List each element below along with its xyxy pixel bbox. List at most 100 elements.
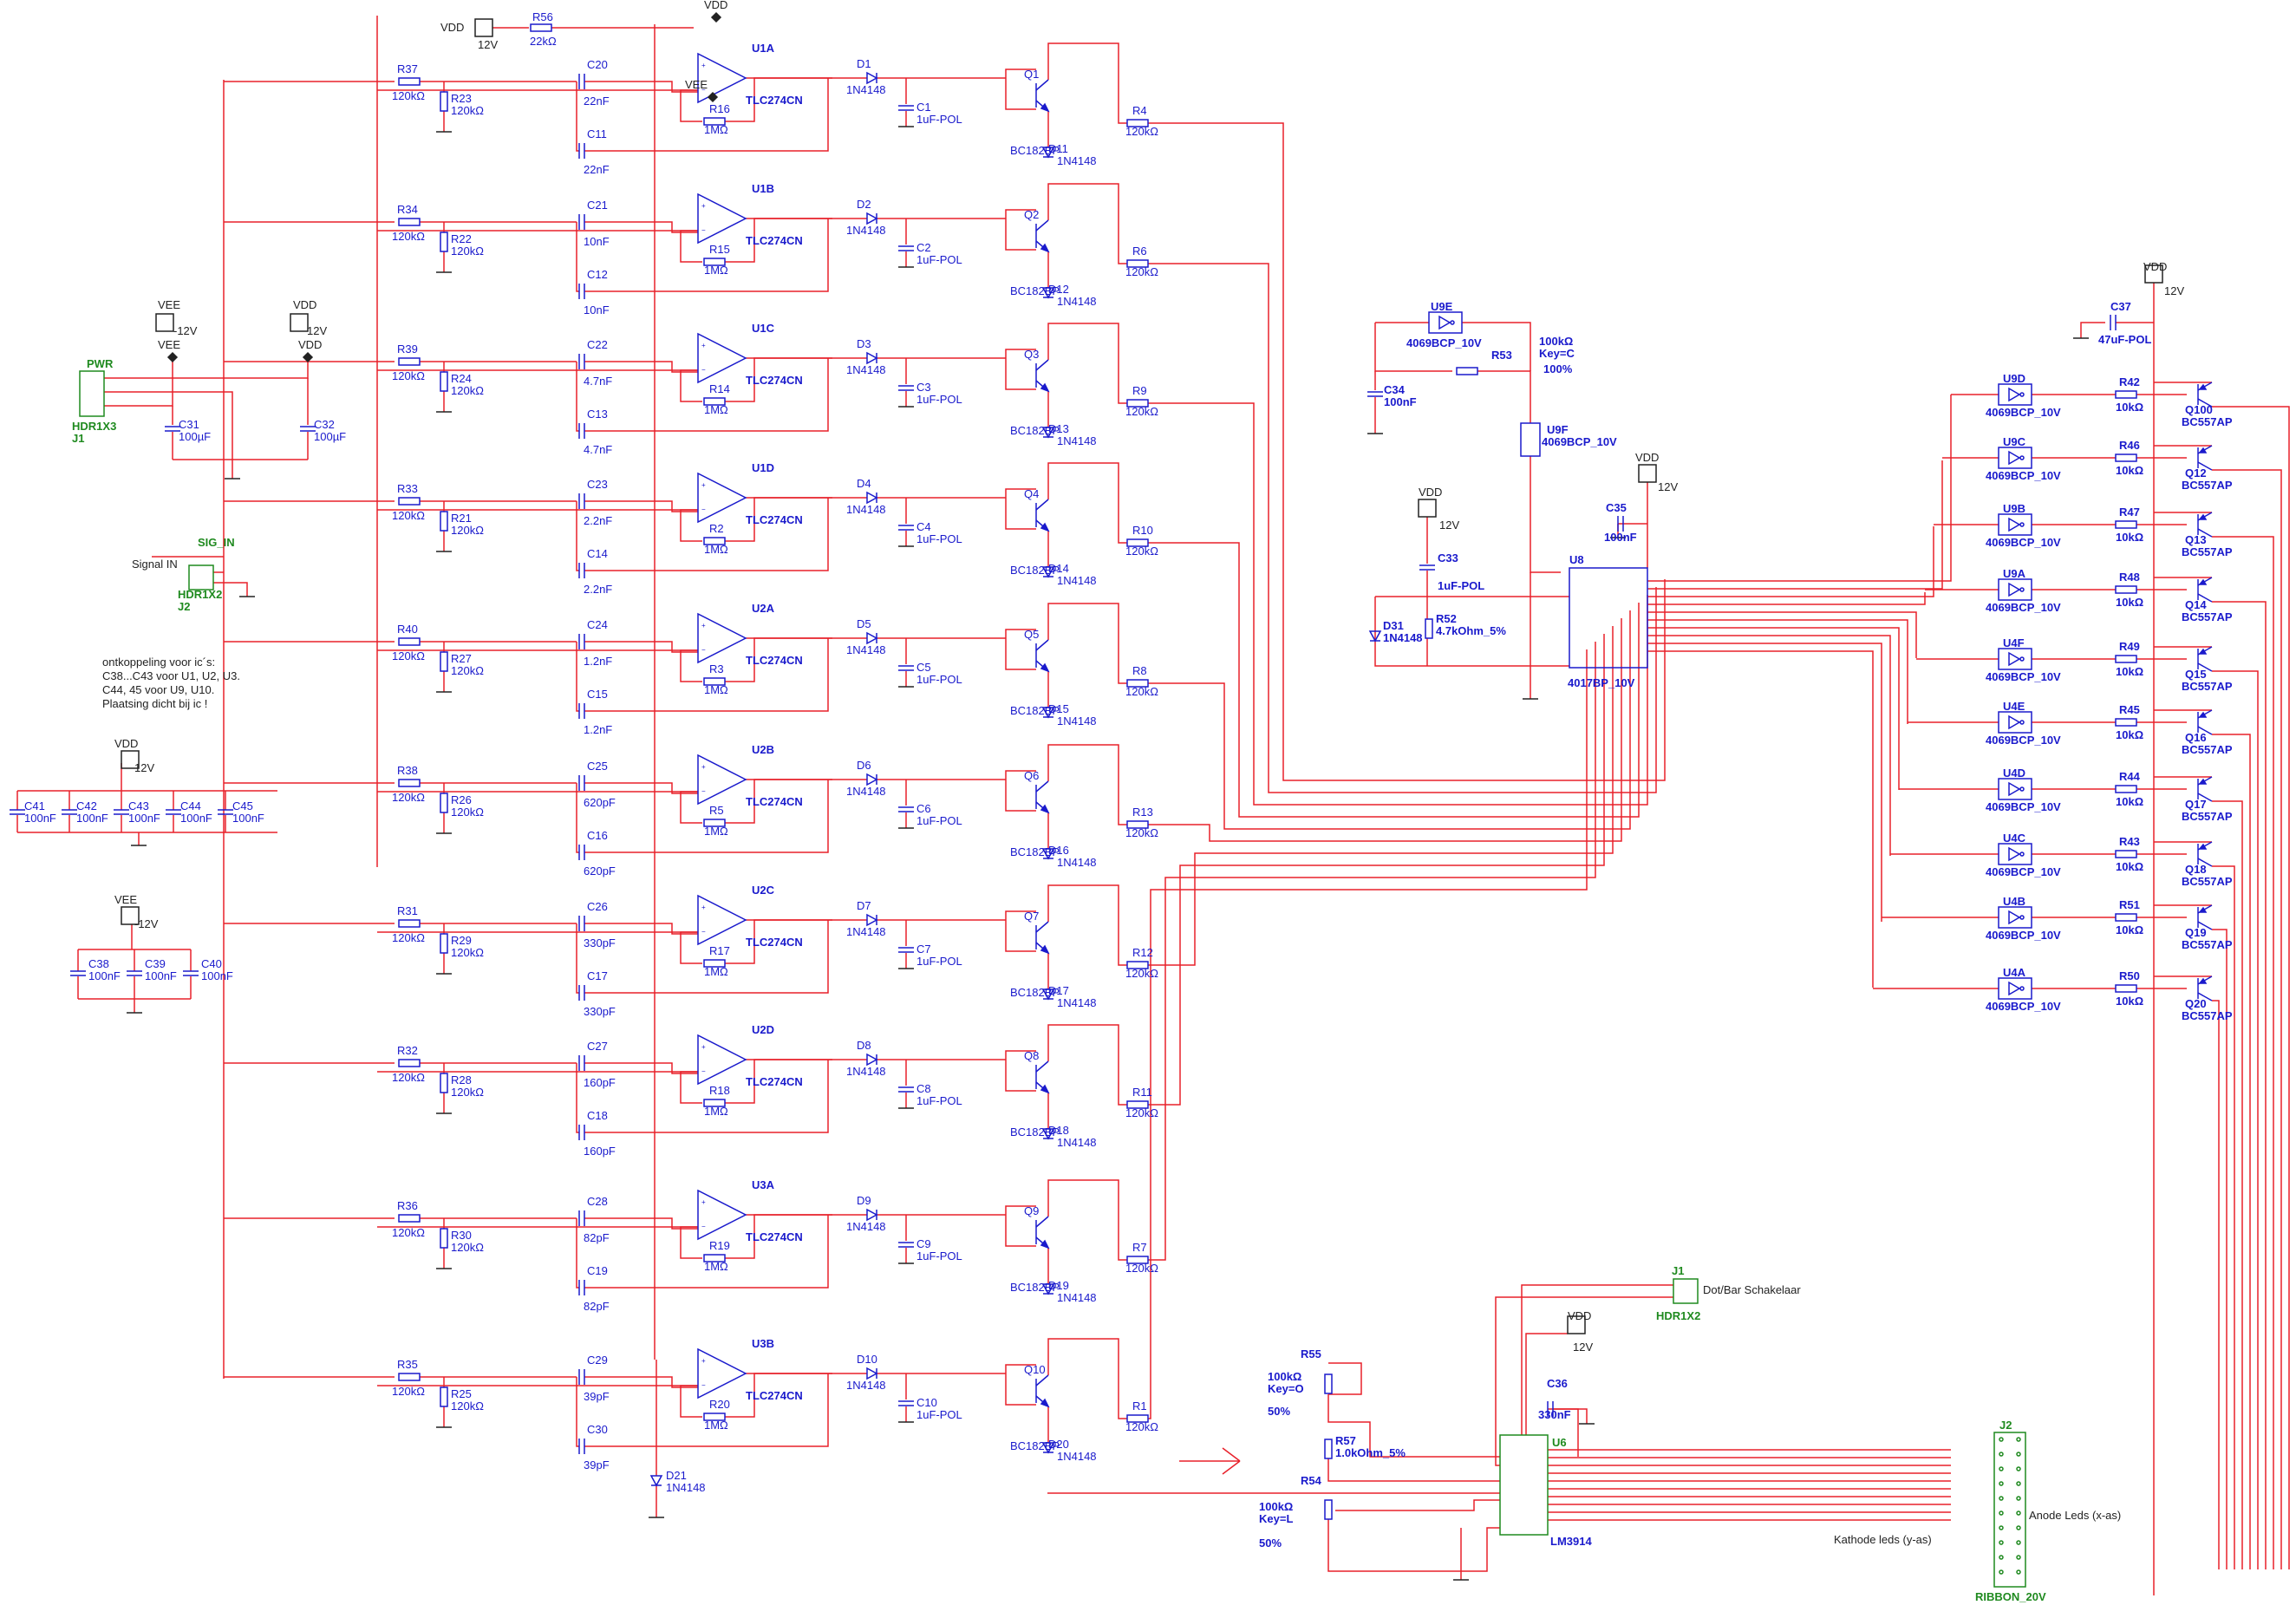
label: Key=L (1259, 1512, 1293, 1525)
vdd-dot (710, 11, 722, 23)
input-resistor (398, 919, 421, 928)
label: J1 (1672, 1264, 1684, 1277)
input-resistor (398, 77, 421, 86)
input-resistor (398, 218, 421, 226)
label: 1N4148 (846, 1379, 886, 1392)
smoothing-cap (898, 665, 914, 671)
coupling-cap-a (578, 74, 585, 89)
driver-inverter (1998, 711, 2032, 734)
driver-inverter (1998, 977, 2032, 1000)
label: D17 (1048, 984, 1069, 997)
label: 1MΩ (704, 264, 728, 277)
label: 1N4148 (846, 363, 886, 376)
stage-output-route (1148, 122, 1666, 781)
npn-transistor (1035, 1374, 1050, 1408)
label: Key=C (1539, 347, 1575, 360)
driver-inverter (1998, 648, 2032, 670)
label: VDD (114, 737, 138, 750)
label: 100nF (88, 969, 121, 982)
w (584, 780, 829, 853)
cap-name: C1 (916, 101, 931, 114)
label: 1N4148 (1383, 631, 1423, 644)
kathode-label: Kathode leds (y-as) (1834, 1533, 1932, 1546)
label: Q16 (2185, 731, 2207, 744)
label: BC557AP (2182, 1009, 2233, 1022)
cap-name: C6 (916, 802, 931, 815)
label: 120kΩ (451, 1241, 484, 1254)
stage-resistor-name: R31 (397, 904, 418, 917)
label: R5 (709, 804, 724, 817)
stage-output-route (1148, 542, 1640, 818)
clamp-diode (1041, 287, 1055, 299)
stage-resistor-name: R33 (397, 482, 418, 495)
w (680, 931, 702, 964)
label: D7 (857, 899, 871, 912)
transistor-type: BC182BP (1010, 1439, 1060, 1452)
op-amp-name: U2B (752, 743, 774, 756)
label: 4069BCP_10V (1986, 734, 2061, 747)
driver-resistor (2115, 585, 2137, 594)
w (2080, 322, 2105, 338)
input-resistor (398, 1059, 421, 1067)
label: R16 (709, 102, 730, 115)
coupling-cap-b (578, 1439, 585, 1454)
driver-output (2212, 536, 2274, 1569)
clamp-diode (1041, 1128, 1055, 1140)
coupling-cap-a (578, 1055, 585, 1071)
label: 120kΩ (451, 524, 484, 537)
label: 10kΩ (2116, 923, 2143, 936)
w (1530, 456, 1561, 573)
smoothing-cap (898, 385, 914, 391)
label: 1MΩ (704, 543, 728, 556)
label: 1N4148 (846, 925, 886, 938)
c37 (2110, 315, 2117, 330)
label: 120kΩ (1125, 1420, 1158, 1433)
driver-output (2212, 734, 2251, 1569)
label: C30 (587, 1423, 608, 1436)
label: 120kΩ (451, 1399, 484, 1413)
stage-output-route (1148, 618, 1622, 842)
w (584, 1060, 829, 1133)
transistor-name: Q9 (1024, 1204, 1039, 1217)
label: 50% (1268, 1405, 1290, 1418)
coupling-cap-a (578, 493, 585, 509)
label: VEE (114, 893, 137, 906)
stage-resistor-value: 120kΩ (392, 1226, 425, 1239)
npn-transistor (1035, 780, 1050, 814)
w (584, 81, 698, 93)
label: J1 (72, 432, 84, 445)
label: 2.2nF (584, 514, 612, 527)
c33 (1419, 564, 1435, 571)
label: 1uF-POL (916, 113, 962, 126)
label: 10kΩ (2116, 795, 2143, 808)
label: 10kΩ (2116, 401, 2143, 414)
vdd-box (1418, 499, 1437, 518)
label: C22 (587, 338, 608, 351)
label: C42 (76, 799, 97, 812)
feedback-resistor (703, 258, 726, 266)
w (576, 501, 579, 571)
w (680, 230, 702, 263)
label: C26 (587, 900, 608, 913)
w (1477, 370, 1531, 423)
decoupling-cap (166, 809, 181, 815)
label: 1MΩ (704, 965, 728, 978)
label: 50% (1259, 1536, 1282, 1550)
w (584, 219, 829, 292)
w (104, 391, 233, 460)
label: R3 (709, 662, 724, 675)
stage-output-route (1148, 626, 1614, 966)
w (1047, 1338, 1127, 1419)
label: D8 (857, 1039, 871, 1052)
w (1005, 358, 1036, 390)
counter-output (1647, 635, 1891, 856)
input-resistor (398, 497, 421, 506)
op-amp-name: U2D (752, 1023, 774, 1036)
transistor-type: BC182BP (1010, 564, 1060, 577)
svg-text:+: + (701, 342, 706, 349)
label: 10kΩ (2116, 464, 2143, 477)
components: +−+−+−+−+−+−+−+−+−+− (10, 11, 2213, 1588)
svg-text:+: + (701, 62, 706, 69)
coupling-cap-b (578, 143, 585, 159)
w (1047, 462, 1127, 544)
